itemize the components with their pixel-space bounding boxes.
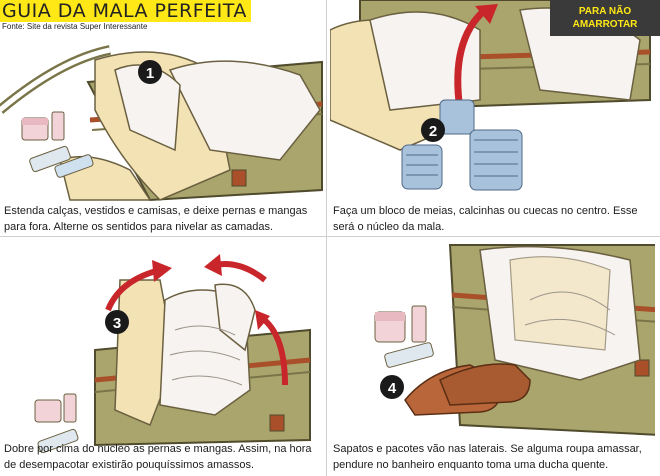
title-box: GUIA DA MALA PERFEITA: [0, 0, 251, 22]
step-1-caption: Estenda calças, vestidos e camisas, e de…: [4, 205, 308, 233]
step-2-badge: [421, 118, 445, 142]
step-2-caption: Faça um bloco de meias, calcinhas ou cue…: [333, 205, 638, 233]
step-1-illustration: 1: [0, 45, 323, 202]
step-3-number: 3: [113, 315, 121, 332]
step-4-badge: [380, 375, 404, 399]
step-3-badge: [105, 310, 129, 334]
horizontal-divider: [0, 236, 660, 240]
step-2-number: 2: [429, 123, 437, 140]
step-3-illustration: 3: [34, 254, 311, 454]
page-title: GUIA DA MALA PERFEITA: [2, 0, 247, 22]
source-credit: Fonte: Site da revista Super Interessant…: [2, 22, 148, 31]
step-4-caption: Sapatos e pacotes vão nas laterais. Se a…: [333, 443, 642, 471]
tip-badge-line2: AMARROTAR: [572, 19, 638, 30]
step-3-caption: Dobre por cima do núcleo as pernas e man…: [4, 443, 312, 471]
tip-badge: PARA NÃO AMARROTAR: [550, 0, 660, 36]
step-1-panel: 1: [0, 0, 325, 232]
step-4-panel: 4: [330, 240, 655, 472]
step-4-illustration: 4: [374, 244, 655, 436]
step-1-number: 1: [146, 65, 154, 82]
vertical-divider: [326, 0, 330, 476]
step-4-number: 4: [388, 380, 397, 397]
step-1-badge: [138, 60, 162, 84]
step-3-panel: 3: [0, 240, 325, 472]
tip-badge-line1: PARA NÃO: [578, 6, 632, 17]
